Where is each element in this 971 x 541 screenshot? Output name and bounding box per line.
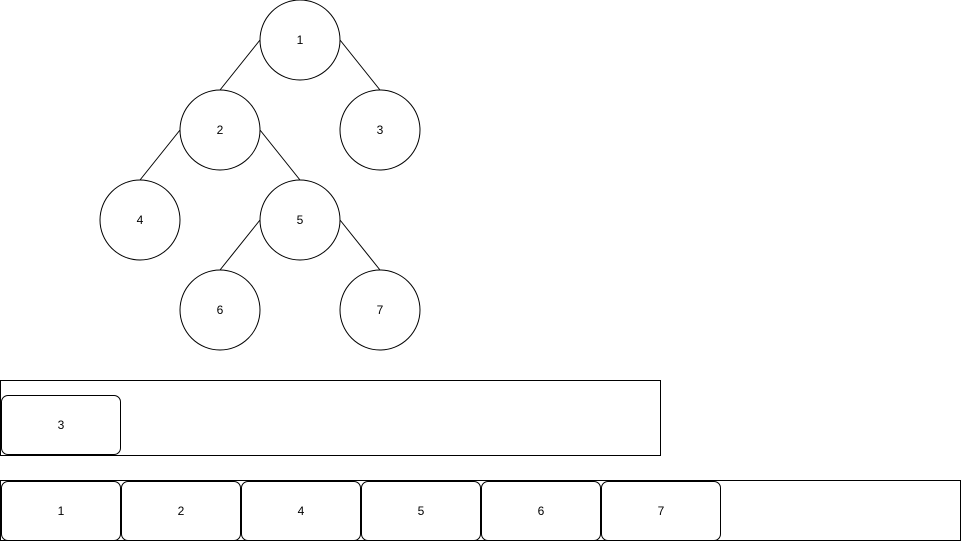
tree-node-circle (99, 179, 181, 261)
tree-node-label: 5 (297, 213, 304, 227)
tree-node: 1 (259, 0, 341, 81)
tree-node-label: 7 (377, 303, 384, 317)
tree-node: 4 (99, 179, 181, 261)
edge-2-4 (139, 129, 181, 181)
bottom-container-item: 2 (121, 481, 241, 541)
tree-node: 3 (339, 89, 421, 171)
tree-node-circle (259, 179, 341, 261)
edge-1-3 (339, 39, 381, 91)
edge-2-5 (259, 129, 301, 181)
tree-node: 6 (179, 269, 261, 351)
bottom-container-item: 5 (361, 481, 481, 541)
tree-node: 7 (339, 269, 421, 351)
tree-node-circle (179, 269, 261, 351)
tree-node-circle (339, 89, 421, 171)
tree-node: 5 (259, 179, 341, 261)
tree-node-label: 3 (377, 123, 384, 137)
tree-node-label: 1 (297, 33, 304, 47)
tree-node-circle (179, 89, 261, 171)
tree-node-circle (259, 0, 341, 81)
tree-node: 2 (179, 89, 261, 171)
tree-node-circle (339, 269, 421, 351)
tree-node-label: 2 (217, 123, 224, 137)
edge-5-7 (339, 219, 381, 271)
edge-5-6 (219, 219, 261, 271)
top-container-item: 3 (1, 395, 121, 455)
tree-edges (139, 39, 381, 271)
edge-1-2 (219, 39, 261, 91)
tree-node-label: 4 (137, 213, 144, 227)
bottom-container-item: 7 (601, 481, 721, 541)
bottom-container-item: 6 (481, 481, 601, 541)
tree-node-label: 6 (217, 303, 224, 317)
tree-nodes: 1 2 3 4 5 6 7 (99, 0, 421, 351)
bottom-container-item: 4 (241, 481, 361, 541)
bottom-container-item: 1 (1, 481, 121, 541)
